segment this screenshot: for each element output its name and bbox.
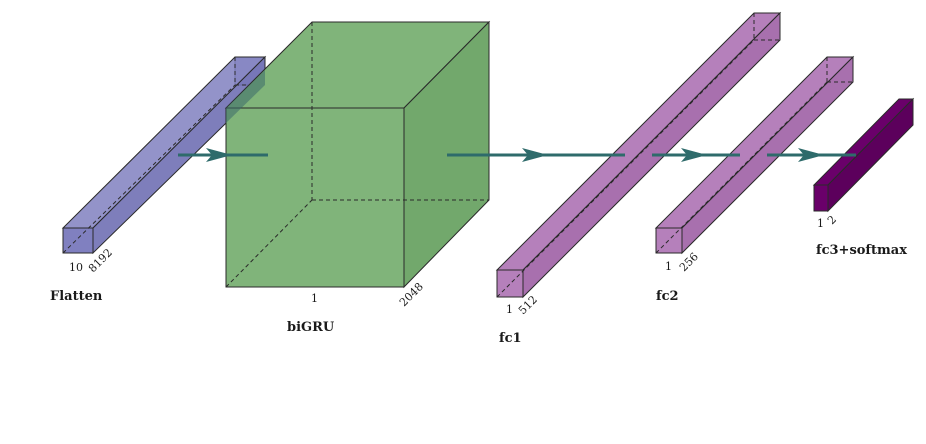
fc1-top-face: [495, 12, 782, 271]
arrow-head-3: [681, 148, 707, 162]
arrow-head-4: [798, 148, 824, 162]
bigru-layer: [224, 20, 491, 289]
fc3-front-face: [813, 184, 829, 212]
bigru-dim-1: 1: [311, 292, 318, 305]
flatten-dim-1: 10: [69, 261, 83, 274]
fc1-front-face: [496, 269, 524, 298]
fc1-dim-1: 1: [506, 303, 513, 316]
fc1-layer: [495, 11, 782, 299]
fc2-front-face: [655, 227, 683, 254]
fc2-dim-2: 256: [677, 250, 701, 274]
fc1-label: fc1: [499, 331, 522, 346]
fc3-label: fc3+softmax: [816, 243, 907, 258]
fc2-dim-1: 1: [665, 260, 672, 273]
bigru-label: biGRU: [287, 320, 335, 335]
fc3-dim-2: 2: [825, 213, 839, 227]
fc3-dim-1: 1: [817, 217, 824, 230]
flatten-overlap-face: [226, 70, 265, 123]
flatten-label: Flatten: [50, 289, 103, 304]
fc3-layer: [812, 97, 915, 213]
arrow-head-1: [206, 148, 232, 162]
arrow-head-2: [522, 148, 548, 162]
flatten-front-face: [62, 227, 94, 254]
fc2-label: fc2: [656, 289, 679, 304]
